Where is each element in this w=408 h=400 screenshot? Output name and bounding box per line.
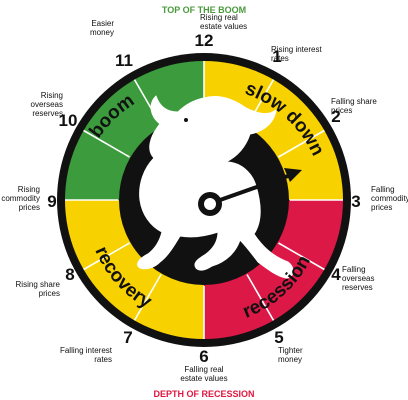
hour-divider-line [278,242,325,271]
hour-note-line: money [90,28,114,37]
hour-note-line: Falling [342,265,366,274]
hour-number-3: 3 [351,192,360,211]
hour-note-line: Tighter [278,346,303,355]
hour-number-2: 2 [331,107,340,126]
hour-note-line: Falling real [184,365,223,374]
hour-note-line: overseas [31,100,63,109]
hour-divider-line [278,129,325,158]
hour-number-11: 11 [115,51,133,70]
hour-divider-line [133,274,162,321]
hour-number-10: 10 [59,111,78,130]
hour-note-line: commodity [371,194,408,203]
hour-note-line: prices [39,289,60,298]
hour-divider-line [246,274,275,321]
hour-note-line: reserves [342,283,373,292]
hour-note-line: commodity [1,194,40,203]
hour-note-line: Falling interest [60,346,113,355]
hour-divider-line [83,242,130,271]
hour-note-line: Easier [91,19,114,28]
hour-note-line: rates [94,355,112,364]
bull-icon [137,95,294,279]
hour-note-line: reserves [32,109,63,118]
clock-hand [198,168,302,216]
hour-note-line: Falling [371,185,395,194]
hour-number-7: 7 [123,328,132,347]
hour-number-9: 9 [47,192,56,211]
top-of-boom-heading: TOP OF THE BOOM [162,5,246,15]
hour-number-5: 5 [274,328,283,347]
hour-note-line: Rising [41,91,63,100]
hour-divider-lines [65,61,343,339]
hour-divider-line [83,129,130,158]
hour-note-line: Rising share [16,280,61,289]
hour-note-line: overseas [342,274,374,283]
hour-number-1: 1 [272,47,281,66]
hour-note-line: prices [19,203,40,212]
hour-number-12: 12 [195,31,214,50]
hour-note-line: rates [271,54,289,63]
hour-note-line: money [278,355,302,364]
hour-note-line: Rising interest [271,45,322,54]
hour-number-4: 4 [331,265,341,284]
hour-note-line: estate values [200,22,247,31]
hour-note-line: estate values [180,374,227,383]
hour-note-line: Rising real [200,13,238,22]
hour-note-line: Falling share [331,97,377,106]
hour-note-line: prices [371,203,392,212]
depth-of-recession-heading: DEPTH OF RECESSION [153,389,254,399]
hour-number-6: 6 [199,347,208,366]
hour-note-line: Rising [18,185,40,194]
hour-note-line: prices [331,106,352,115]
hour-number-8: 8 [65,265,74,284]
